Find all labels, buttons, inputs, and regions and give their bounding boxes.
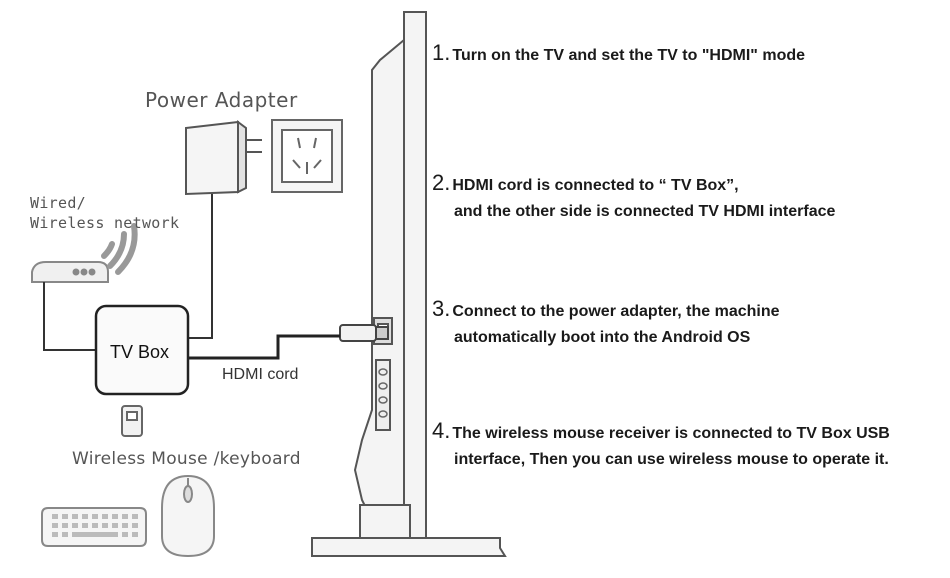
router-icon xyxy=(31,261,109,283)
network-label-line2: Wireless network xyxy=(30,214,180,232)
wall-socket-icon xyxy=(271,119,343,193)
step-3: 3.Connect to the power adapter, the mach… xyxy=(432,296,780,351)
step-2-line2: and the other side is connected TV HDMI … xyxy=(454,203,836,220)
network-label-line1: Wired/ xyxy=(30,194,86,212)
step-3-number: 3. xyxy=(432,296,451,321)
step-1: 1.Turn on the TV and set the TV to "HDMI… xyxy=(432,40,805,69)
hdmi-cord-line xyxy=(188,334,340,360)
hdmi-cord-label: HDMI cord xyxy=(222,366,299,383)
step-2-line1: HDMI cord is connected to “ TV Box”, xyxy=(452,177,739,194)
tv-box-label: TV Box xyxy=(110,342,170,362)
step-4-line1: The wireless mouse receiver is connected… xyxy=(452,425,890,442)
network-label: Wired/ Wireless network xyxy=(30,193,179,233)
mouse-icon xyxy=(161,474,215,558)
power-adapter-icon xyxy=(185,120,262,196)
tv-box-icon xyxy=(94,304,190,396)
power-cord-line xyxy=(188,194,213,339)
power-adapter-label: Power Adapter xyxy=(145,88,298,112)
step-1-line1: Turn on the TV and set the TV to "HDMI" … xyxy=(452,47,806,64)
step-4-line2: interface, Then you can use wireless mou… xyxy=(454,451,889,468)
tv-side-buttons xyxy=(378,368,388,418)
step-2-number: 2. xyxy=(432,170,451,195)
usb-receiver-icon xyxy=(121,405,143,437)
tv-side-icon xyxy=(311,11,507,557)
wifi-signal-icon xyxy=(101,223,138,275)
wireless-mouse-label: Wireless Mouse /keyboard xyxy=(72,449,301,469)
keyboard-keys xyxy=(52,514,138,537)
step-4: 4.The wireless mouse receiver is connect… xyxy=(432,418,890,473)
step-2: 2.HDMI cord is connected to “ TV Box”, a… xyxy=(432,170,835,225)
network-cord-line xyxy=(43,282,96,351)
step-4-number: 4. xyxy=(432,418,451,443)
step-1-number: 1. xyxy=(432,40,451,65)
hdmi-plug-icon xyxy=(339,324,389,342)
step-3-line1: Connect to the power adapter, the machin… xyxy=(452,303,780,320)
step-3-line2: automatically boot into the Android OS xyxy=(454,329,751,346)
